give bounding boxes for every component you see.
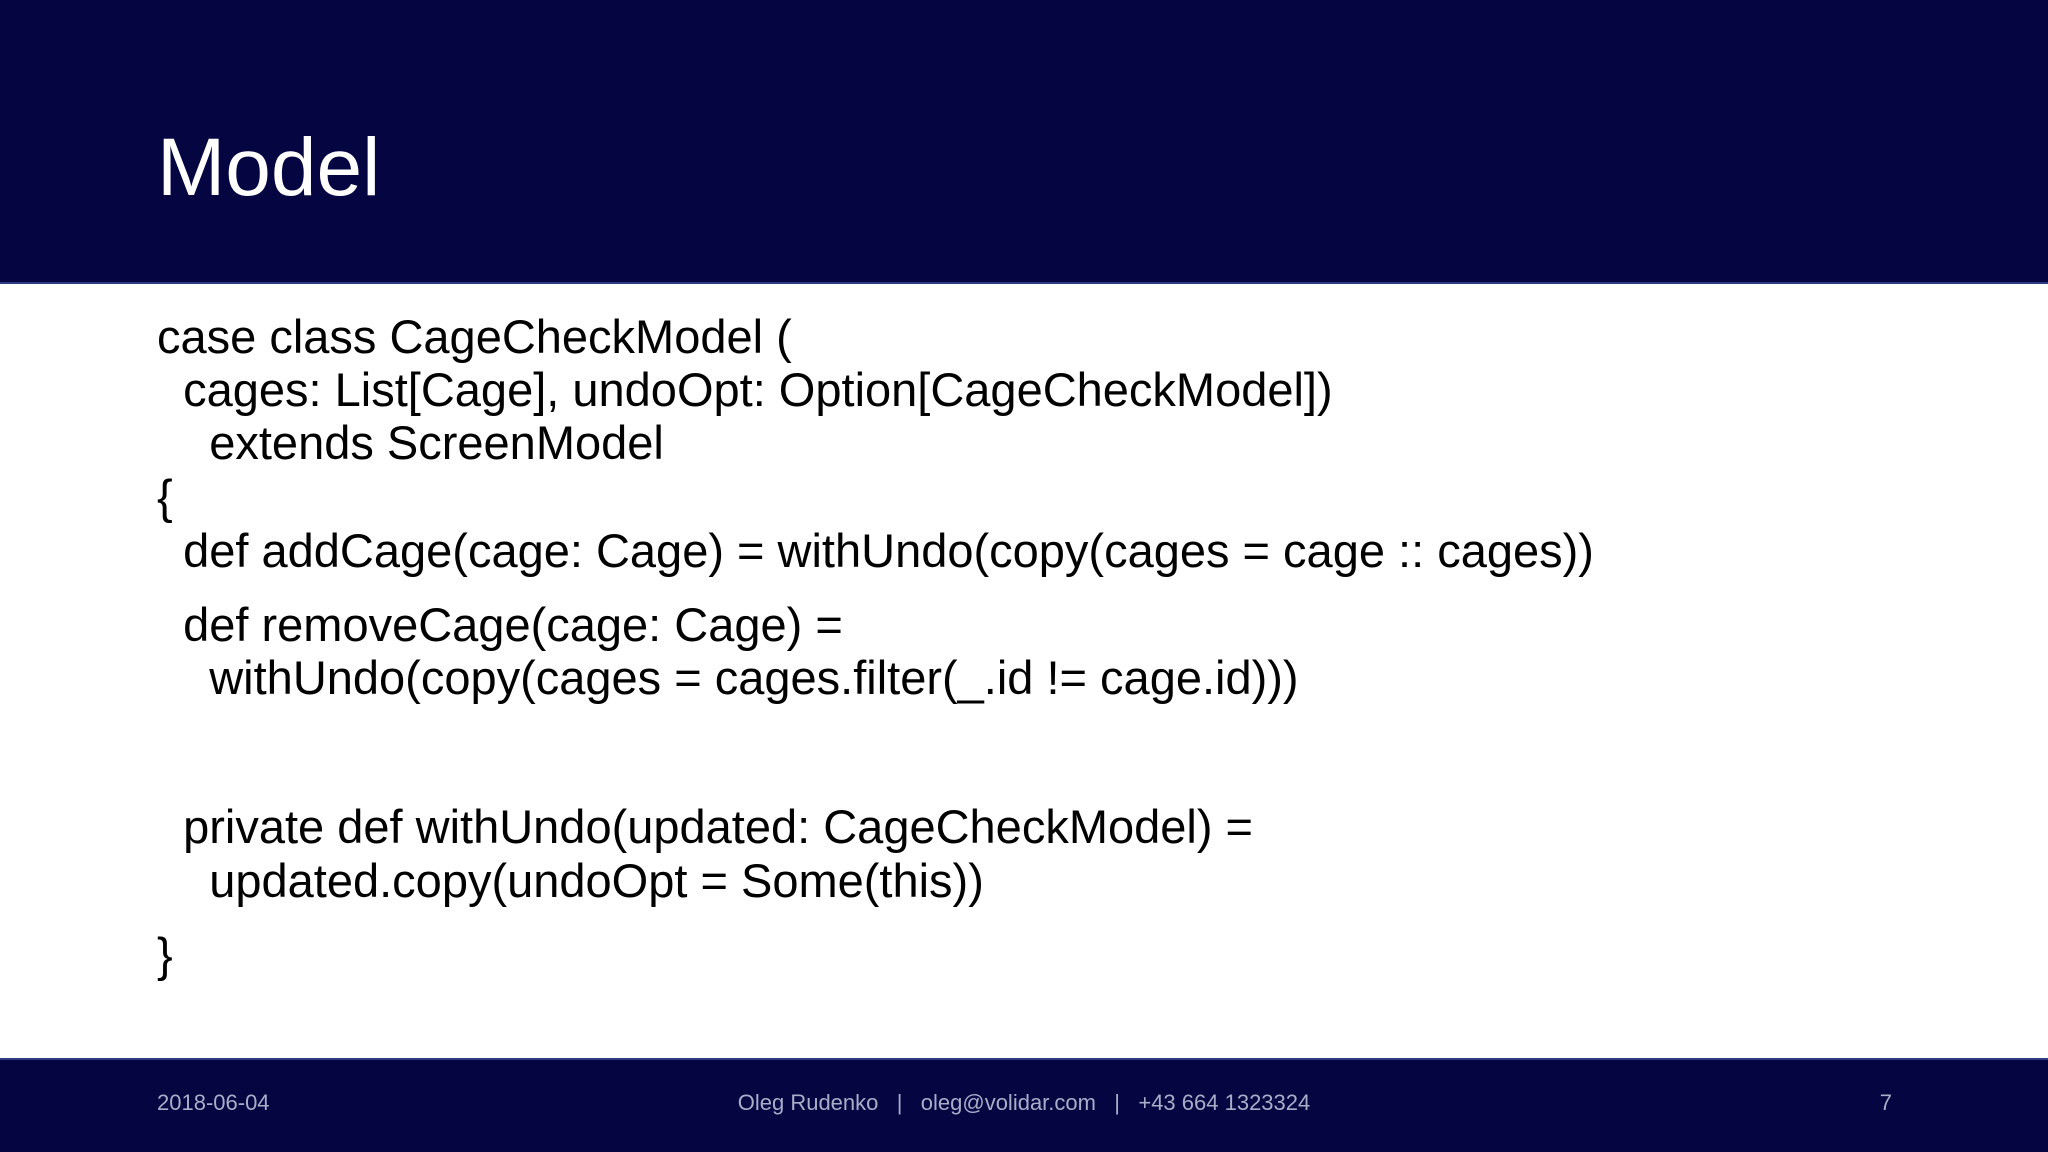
code-line: } bbox=[157, 928, 173, 981]
code-line: def removeCage(cage: Cage) = bbox=[157, 598, 843, 651]
slide-title: Model bbox=[157, 122, 381, 213]
code-line: updated.copy(undoOpt = Some(this)) bbox=[157, 854, 984, 907]
slide-header: Model bbox=[0, 0, 2048, 284]
code-line: cages: List[Cage], undoOpt: Option[CageC… bbox=[157, 363, 1333, 416]
footer-date: 2018-06-04 bbox=[157, 1090, 270, 1115]
code-line: extends ScreenModel bbox=[157, 416, 664, 469]
code-line: def addCage(cage: Cage) = withUndo(copy(… bbox=[157, 524, 1594, 577]
footer-page-number: 7 bbox=[1879, 1090, 1892, 1115]
code-line: private def withUndo(updated: CageCheckM… bbox=[157, 800, 1253, 853]
slide-footer: 2018-06-04 Oleg Rudenko | oleg@volidar.c… bbox=[0, 1058, 2048, 1152]
footer-contact: Oleg Rudenko | oleg@volidar.com | +43 66… bbox=[737, 1090, 1311, 1115]
code-block: case class CageCheckModel ( cages: List[… bbox=[157, 0, 1957, 1152]
code-line: withUndo(copy(cages = cages.filter(_.id … bbox=[157, 651, 1299, 704]
code-line: case class CageCheckModel ( bbox=[157, 310, 792, 363]
code-line: { bbox=[157, 470, 173, 523]
